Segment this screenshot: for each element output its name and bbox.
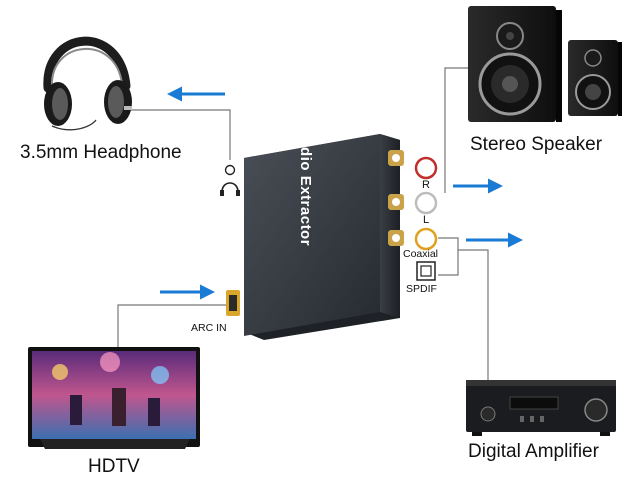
rca-jacks <box>388 150 404 246</box>
amplifier-label: Digital Amplifier <box>468 441 599 462</box>
right-channel-label: R <box>422 179 430 191</box>
amp-cable-split <box>438 237 459 276</box>
left-channel-label: L <box>423 214 430 226</box>
amplifier-cable <box>458 249 489 380</box>
hdtv-label: HDTV <box>88 456 140 477</box>
arc-in-label: ARC IN <box>191 322 227 334</box>
amplifier-icon <box>466 380 616 436</box>
headphone-label: 3.5mm Headphone <box>20 142 182 163</box>
coaxial-label: Coaxial <box>403 248 439 260</box>
headphone-icon <box>43 36 132 131</box>
headphone-cable <box>128 109 231 160</box>
signal-arrows <box>160 86 523 300</box>
speaker-icon <box>468 6 622 122</box>
speaker-label: Stereo Speaker <box>470 134 603 155</box>
hdtv-cable <box>117 304 228 355</box>
device-box <box>226 134 400 340</box>
headphone-jack-icon <box>220 164 240 196</box>
spdif-label: SPDIF <box>406 283 437 295</box>
output-rings <box>414 156 438 281</box>
tv-icon <box>28 347 200 449</box>
device-label: ARC Audio Extractor <box>297 87 314 247</box>
